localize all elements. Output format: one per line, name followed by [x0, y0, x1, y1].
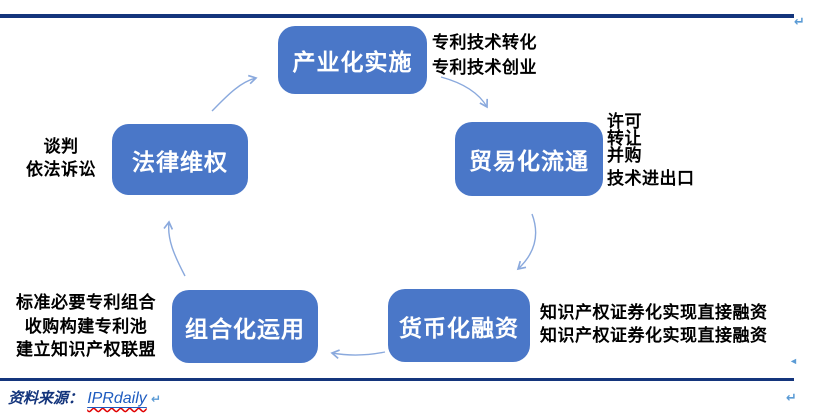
top-divider-rule [0, 14, 794, 18]
anchor-mark-icon: ◄ [789, 356, 798, 366]
annotation-industrialization: 专利技术转化 专利技术创业 [432, 30, 537, 80]
annotation-legal: 谈判 依法诉讼 [20, 135, 102, 181]
annotation-line: 知识产权证券化实现直接融资 [540, 303, 768, 322]
annotation-line: 技术进出口 [607, 169, 695, 188]
node-portfolio-label: 组合化运用 [185, 315, 305, 342]
arrow-portfolio-to-legal [163, 220, 186, 277]
annotation-line: 谈判 [43, 137, 79, 156]
node-industrialization: 产业化实施 [278, 26, 427, 94]
annotation-line: 知识产权证券化实现直接融资 [540, 326, 768, 345]
annotation-line: 专利技术转化 [432, 33, 537, 52]
annotation-line: 转让 [607, 129, 642, 148]
arrow-industrialization-to-trade [440, 76, 489, 109]
source-label: 资料来源： [8, 389, 84, 407]
annotation-line: 许可 [607, 112, 642, 131]
node-monetization: 货币化融资 [388, 289, 530, 362]
return-mark-icon: ↵ [786, 390, 797, 405]
annotation-monetization: 知识产权证券化实现直接融资 知识产权证券化实现直接融资 [540, 301, 768, 347]
node-monetization-label: 货币化融资 [399, 314, 519, 341]
annotation-trade: 许可 转让 并购 技术进出口 [607, 113, 695, 187]
node-industrialization-label: 产业化实施 [292, 49, 413, 75]
arrow-trade-to-monetization [516, 213, 537, 271]
node-legal: 法律维权 [112, 124, 248, 195]
annotation-line: 标准必要专利组合 [16, 293, 156, 312]
annotation-line: 建立知识产权联盟 [16, 340, 156, 359]
node-trade: 贸易化流通 [455, 122, 603, 196]
node-trade-label: 贸易化流通 [469, 148, 589, 174]
source-link-spellcheck-wrap: IPRdaily [87, 390, 147, 407]
arrow-monetization-to-portfolio [330, 349, 386, 359]
node-legal-label: 法律维权 [132, 148, 228, 175]
return-mark-icon: ↵ [150, 392, 161, 406]
arrow-legal-to-industrialization [211, 74, 258, 112]
node-portfolio: 组合化运用 [172, 290, 318, 363]
annotation-line: 收购构建专利池 [24, 316, 148, 336]
return-mark-icon: ↵ [794, 14, 805, 29]
annotation-portfolio: 标准必要专利组合 收购构建专利池 建立知识产权联盟 [5, 291, 167, 362]
source-line: 资料来源： IPRdaily ↵ [8, 387, 161, 408]
source-link[interactable]: IPRdaily [87, 390, 147, 407]
annotation-line: 专利技术创业 [432, 58, 537, 77]
annotation-line: 并购 [607, 146, 642, 165]
bottom-divider-rule [0, 378, 794, 381]
annotation-line: 依法诉讼 [26, 160, 96, 179]
